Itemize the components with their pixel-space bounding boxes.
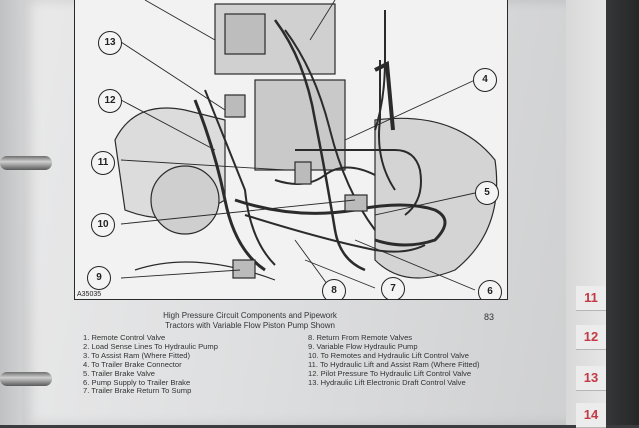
- legend-item: 12. Pilot Pressure To Hydraulic Lift Con…: [308, 368, 472, 378]
- legend-right-column: 8. Return From Remote Valves 9. Variable…: [308, 333, 480, 387]
- caption-line-2: Tractors with Variable Flow Piston Pump …: [165, 321, 335, 330]
- legend-item: 11. To Hydraulic Lift and Assist Ram (Wh…: [308, 359, 480, 369]
- legend-item: 13. Hydraulic Lift Electronic Draft Cont…: [308, 377, 466, 387]
- caption-line-1: High Pressure Circuit Components and Pip…: [163, 311, 337, 320]
- callout-11: 11: [91, 151, 115, 175]
- legend-item: 5. Trailer Brake Valve: [83, 368, 156, 378]
- legend-item: 10. To Remotes and Hydraulic Lift Contro…: [308, 350, 469, 360]
- legend-item: 7. Trailer Brake Return To Sump: [83, 386, 192, 396]
- callout-13: 13: [98, 31, 122, 55]
- legend-item: 9. Variable Flow Hydraulic Pump: [308, 341, 418, 351]
- callout-10: 10: [91, 213, 115, 237]
- section-tab-11[interactable]: 11: [576, 286, 606, 311]
- legend-item: 2. Load Sense Lines To Hydraulic Pump: [83, 341, 218, 351]
- legend-item: 1. Remote Control Valve: [83, 333, 166, 342]
- callout-12: 12: [98, 89, 122, 113]
- figure-code: A35035: [77, 291, 102, 298]
- callout-7: 7: [381, 277, 405, 299]
- legend-item: 3. To Assist Ram (Where Fitted): [83, 350, 191, 360]
- callout-9: 9: [87, 266, 111, 290]
- section-tab-12[interactable]: 12: [576, 325, 606, 350]
- hydraulic-diagram: 13 12 11 10 9 4 5 6 7 8: [74, 0, 508, 300]
- section-tab-14[interactable]: 14: [576, 403, 606, 428]
- page-number: 83: [484, 312, 495, 322]
- legend-item: 6. Pump Supply to Trailer Brake: [83, 377, 191, 387]
- section-tab-13[interactable]: 13: [576, 366, 606, 391]
- callout-4: 4: [473, 68, 497, 92]
- tab-strip: [566, 0, 606, 425]
- diagram-line-art: [114, 0, 498, 291]
- callout-6: 6: [478, 280, 502, 299]
- callout-5: 5: [475, 181, 499, 205]
- legend-left-column: 1. Remote Control Valve 2. Load Sense Li…: [83, 333, 218, 396]
- callout-8: 8: [322, 279, 346, 299]
- binder-ring-lower: [0, 372, 52, 386]
- legend-item: 8. Return From Remote Valves: [308, 333, 413, 342]
- legend-item: 4. To Trailer Brake Connector: [83, 359, 182, 369]
- binder-ring-upper: [0, 156, 52, 170]
